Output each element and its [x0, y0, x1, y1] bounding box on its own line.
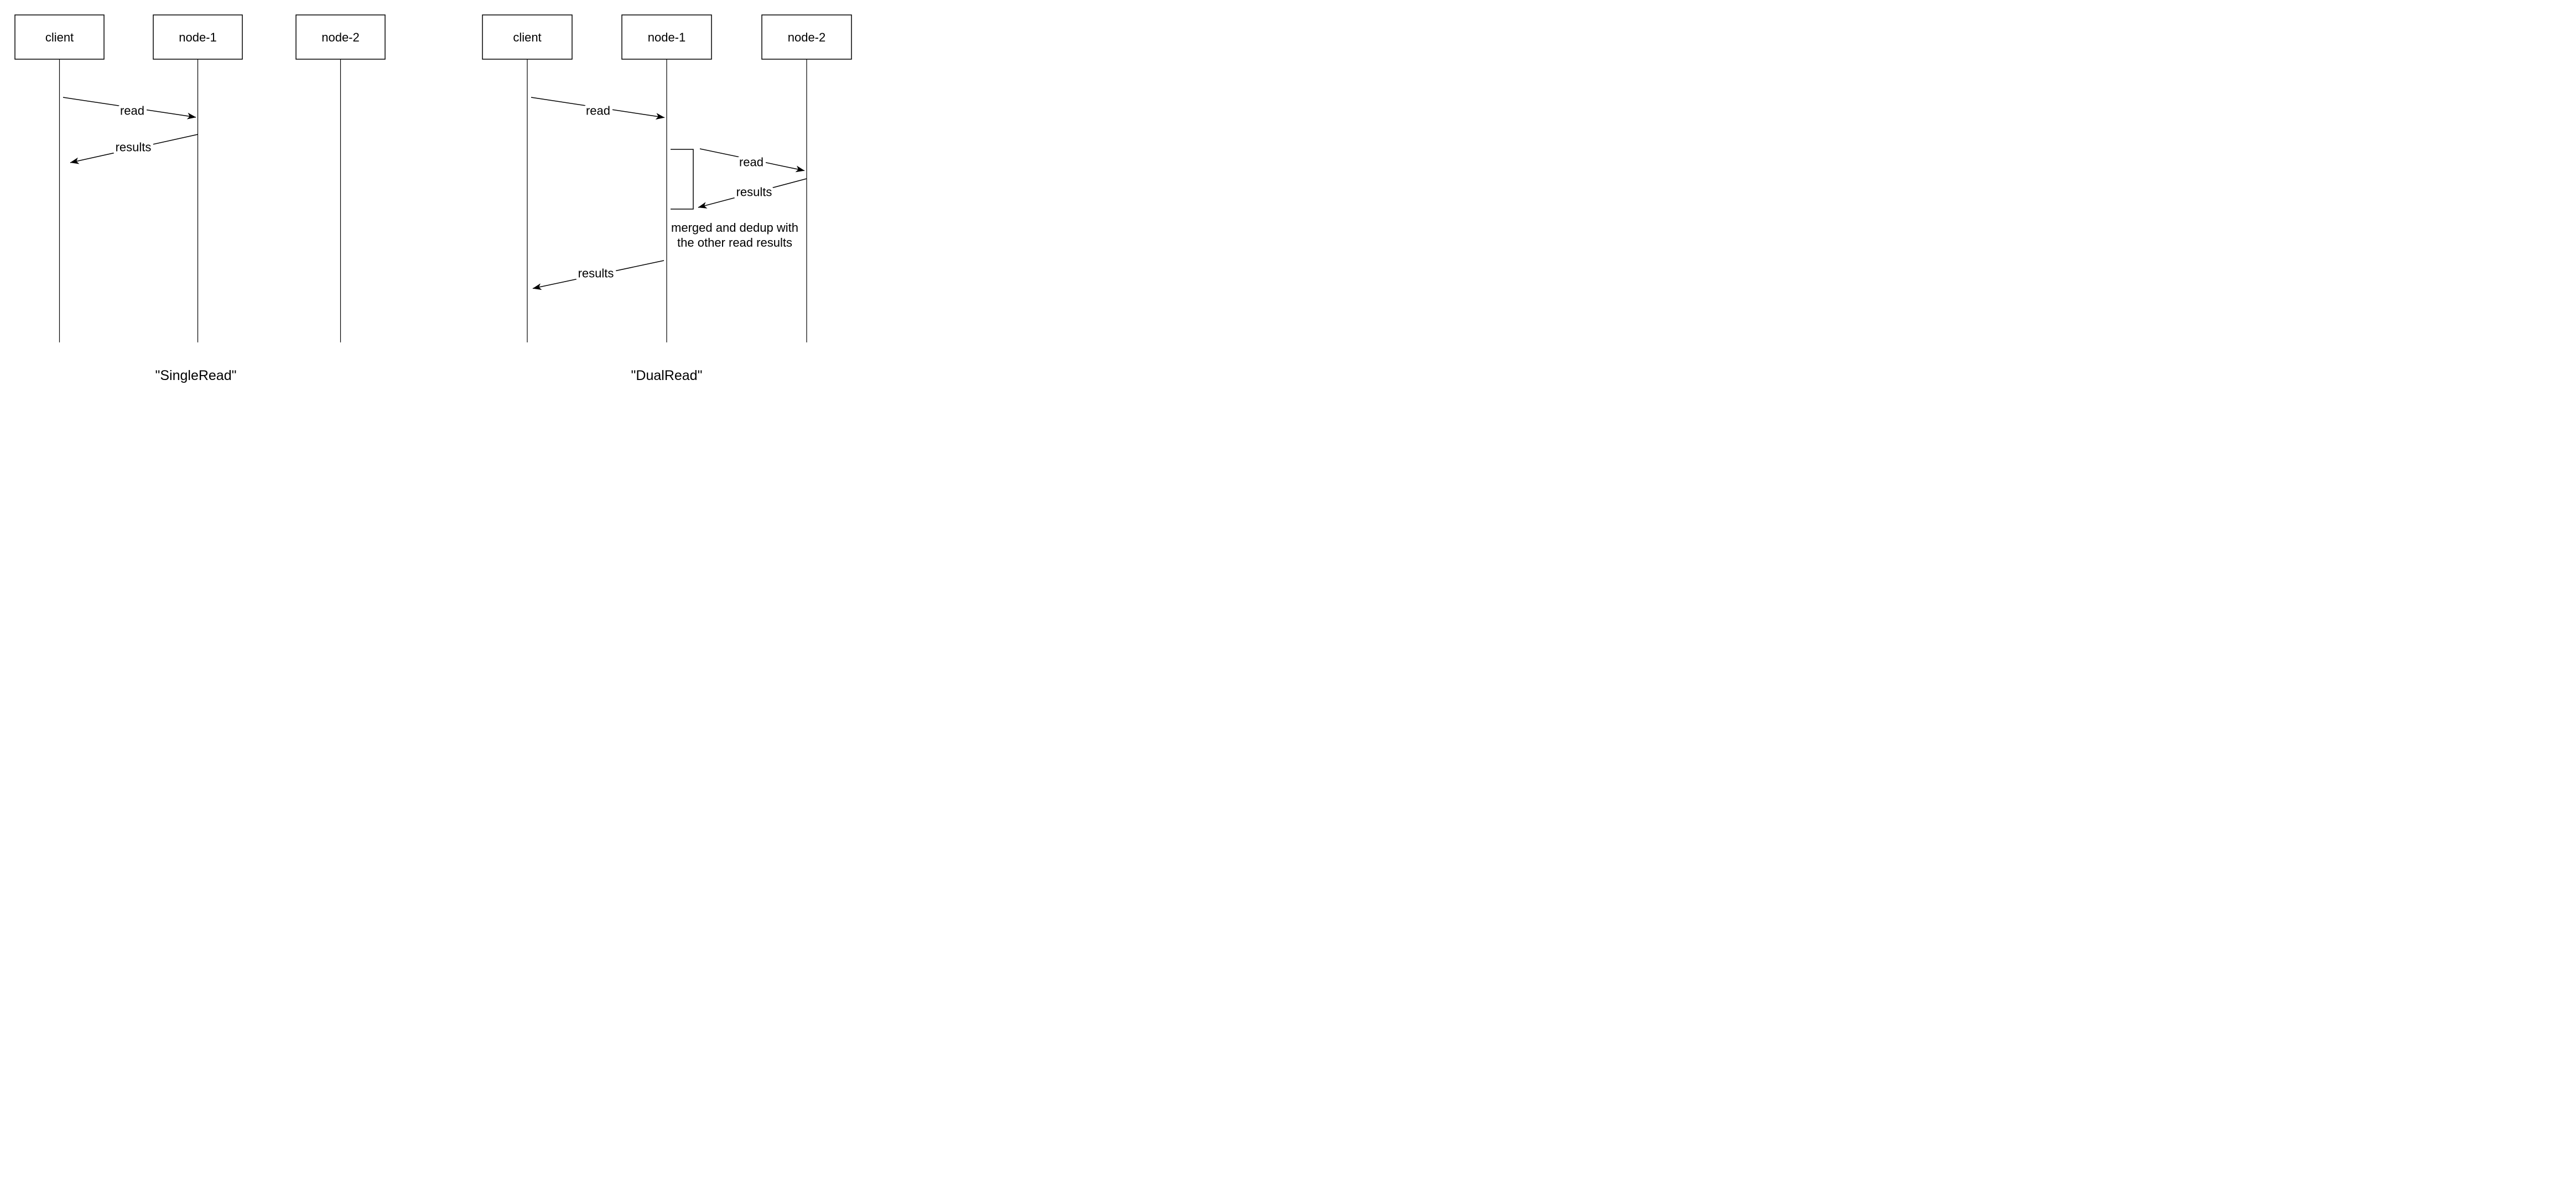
- message-label-results: results: [578, 267, 614, 280]
- message-label-read: read: [120, 104, 144, 118]
- message-line-results-node1: [698, 178, 807, 209]
- message-label-results: results: [736, 185, 772, 199]
- message-line-read: [531, 97, 665, 120]
- activation-bracket: [671, 149, 694, 210]
- actor-box-node-1: [621, 14, 712, 60]
- message-label-read: read: [586, 104, 610, 118]
- actor-box-node-2: [761, 14, 852, 60]
- actor-box-client: [14, 14, 105, 60]
- diagram-singleread: client node-1 node-2 read results "Singl…: [14, 14, 386, 383]
- sequence-diagram-canvas: client node-1 node-2 read results "Singl…: [0, 0, 868, 403]
- note-line-1: merged and dedup with: [671, 221, 798, 235]
- actor-label-client: client: [45, 30, 74, 44]
- actor-box-node-2: [295, 14, 386, 60]
- message-line-read: [63, 97, 196, 119]
- message-line-results: [70, 134, 198, 164]
- message-label-results: results: [116, 140, 152, 154]
- actor-label-client: client: [513, 30, 541, 44]
- message-line-read-node2: [699, 148, 805, 173]
- sequence-diagram-svg: client node-1 node-2 read results "Singl…: [14, 14, 852, 383]
- message-line-results-client: [532, 260, 664, 290]
- actor-box-node-1: [153, 14, 243, 60]
- actor-label-node-1: node-1: [179, 30, 217, 44]
- diagram-dualread: client node-1 node-2 read read results m…: [482, 14, 852, 383]
- actor-label-node-2: node-2: [321, 30, 360, 44]
- diagram-caption-dualread: "DualRead": [631, 368, 703, 383]
- note-merged-dedup: merged and dedup with the other read res…: [671, 221, 798, 249]
- actor-box-client: [482, 14, 573, 60]
- message-label-read: read: [739, 155, 764, 169]
- actor-label-node-2: node-2: [788, 30, 826, 44]
- diagram-caption-singleread: "SingleRead": [155, 368, 236, 383]
- actor-label-node-1: node-1: [648, 30, 686, 44]
- note-line-2: the other read results: [677, 236, 792, 249]
